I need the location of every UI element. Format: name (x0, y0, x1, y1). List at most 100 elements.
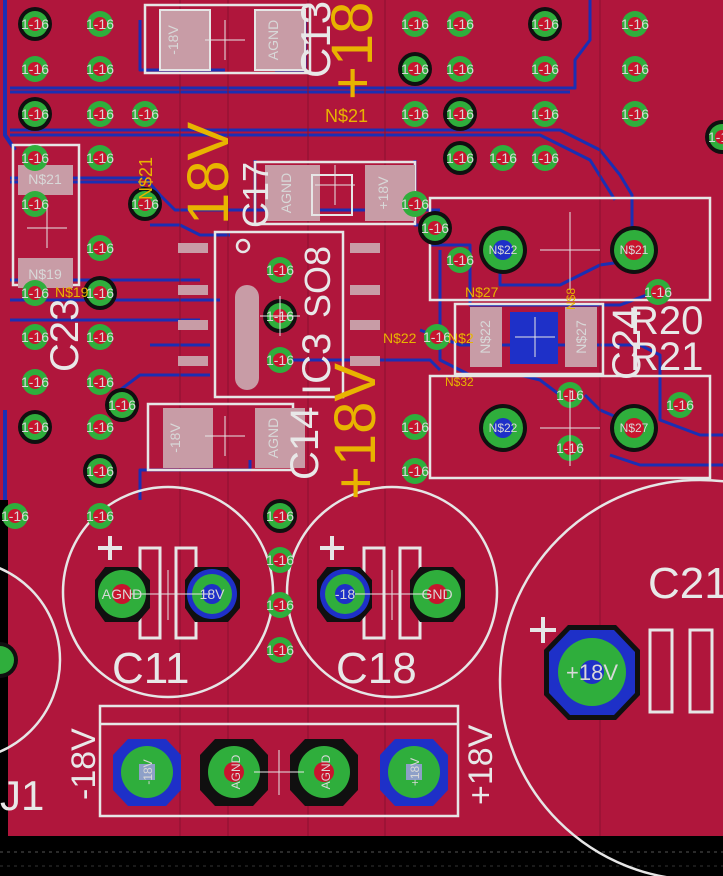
designator-j1: J1 (0, 772, 44, 819)
via-label: 1-16 (531, 61, 559, 77)
trace (10, 128, 634, 250)
via: 1-16 (531, 101, 559, 127)
via: 1-16 (418, 211, 452, 245)
via: 1-16 (18, 410, 52, 444)
via-label: 1-16 (86, 374, 114, 390)
pad-label: AGND (319, 754, 333, 789)
via: 1-16 (1, 503, 29, 529)
via: 1-16 (398, 52, 432, 86)
pad-label: -18V (165, 25, 181, 55)
pad-label: 18V (200, 586, 226, 602)
pad-label: +18V (408, 758, 422, 786)
via-label: 1-16 (531, 16, 559, 32)
via-label: 1-16 (446, 106, 474, 122)
smd-pads (18, 9, 597, 468)
designator-ic3: IC3 (295, 333, 339, 395)
rail-label: +18 (320, 2, 385, 100)
via: 1-16 (21, 145, 49, 171)
connector-label-plus: +18V (462, 724, 500, 805)
via: 1-16 (531, 56, 559, 82)
via-label: 1-16 (266, 597, 294, 613)
via: 1-16 (489, 145, 517, 171)
designator-c17: C17 (235, 162, 276, 228)
via-label: 1-16 (266, 352, 294, 368)
via: 1-16 (18, 7, 52, 41)
designator-so8: SO8 (297, 246, 338, 318)
connector-label-minus: -18V (65, 728, 103, 800)
via: 1-16 (21, 191, 49, 217)
via-label: 1-16 (446, 16, 474, 32)
via-label: 1-16 (86, 240, 114, 256)
pad-label: +18V (375, 176, 391, 210)
via: 1-16 (83, 276, 117, 310)
via: 1-16 (21, 56, 49, 82)
via: 1-16 (131, 101, 159, 127)
via: 1-16 (266, 257, 294, 283)
via-label: 1-16 (531, 106, 559, 122)
via: 1-16 (705, 120, 723, 154)
pad-label: -18 (335, 586, 355, 602)
via: 1-16 (528, 7, 562, 41)
via-label: 1-16 (86, 61, 114, 77)
trace (10, 176, 440, 212)
designator-c24: C24 (605, 307, 649, 380)
via: 1-16 (423, 324, 451, 350)
via: 1-16 (21, 369, 49, 395)
trace (119, 373, 210, 392)
trace (10, 133, 617, 201)
designator-c21: C21 (648, 559, 723, 608)
via-label: 1-16 (86, 508, 114, 524)
via-label: 1-16 (21, 150, 49, 166)
via-label: 1-16 (21, 329, 49, 345)
pad-label: AGND (265, 20, 281, 60)
via-label: 1-16 (21, 16, 49, 32)
plus-markers (98, 536, 556, 643)
pad-label: AGND (102, 586, 142, 602)
via: 1-16 (86, 324, 114, 350)
designator-r21: R21 (630, 335, 703, 379)
via-label: 1-16 (446, 61, 474, 77)
via: 1-16 (128, 187, 162, 221)
pad-label: N$21 (28, 171, 62, 187)
rail-label: +18V (323, 363, 388, 500)
via-label: 1-16 (86, 16, 114, 32)
via: 1-16 (446, 56, 474, 82)
net-label: N$32 (445, 375, 474, 389)
trace (290, 358, 442, 372)
via: 1-16 (266, 592, 294, 618)
copper-pour-left (0, 0, 8, 500)
via-label: 1-16 (108, 397, 136, 413)
via: 1-16 (621, 101, 649, 127)
via: 1-16 (263, 499, 297, 533)
via-label: 1-16 (446, 150, 474, 166)
via-label: 1-16 (21, 61, 49, 77)
net-label: N$21 (325, 106, 368, 126)
pad-label: AGND (229, 754, 243, 789)
via-label: 1-16 (86, 419, 114, 435)
via-label: 1-16 (21, 106, 49, 122)
pad-label: N$22 (489, 421, 518, 435)
via-label: 1-16 (708, 129, 723, 145)
via-label: 1-16 (21, 374, 49, 390)
silkscreen-outlines (0, 3, 723, 876)
via: 1-16 (446, 247, 474, 273)
via: 1-16 (86, 56, 114, 82)
pad-label: N$27 (573, 320, 589, 354)
via-label: 1-16 (266, 262, 294, 278)
trace (3, 0, 17, 152)
via: 1-16 (401, 414, 429, 440)
via: 1-16 (105, 388, 139, 422)
via: 1-16 (443, 141, 477, 175)
pad-label: N$27 (620, 421, 649, 435)
via: 1-16 (401, 191, 429, 217)
via-label: 1-16 (86, 329, 114, 345)
th-pads (0, 226, 658, 806)
pad-label: N$19 (28, 266, 62, 282)
via: 1-16 (21, 280, 49, 306)
via: 1-16 (401, 11, 429, 37)
via-label: 1-16 (401, 16, 429, 32)
net-label: N$22 (383, 330, 417, 346)
via-label: 1-16 (266, 642, 294, 658)
via: 1-16 (266, 547, 294, 573)
